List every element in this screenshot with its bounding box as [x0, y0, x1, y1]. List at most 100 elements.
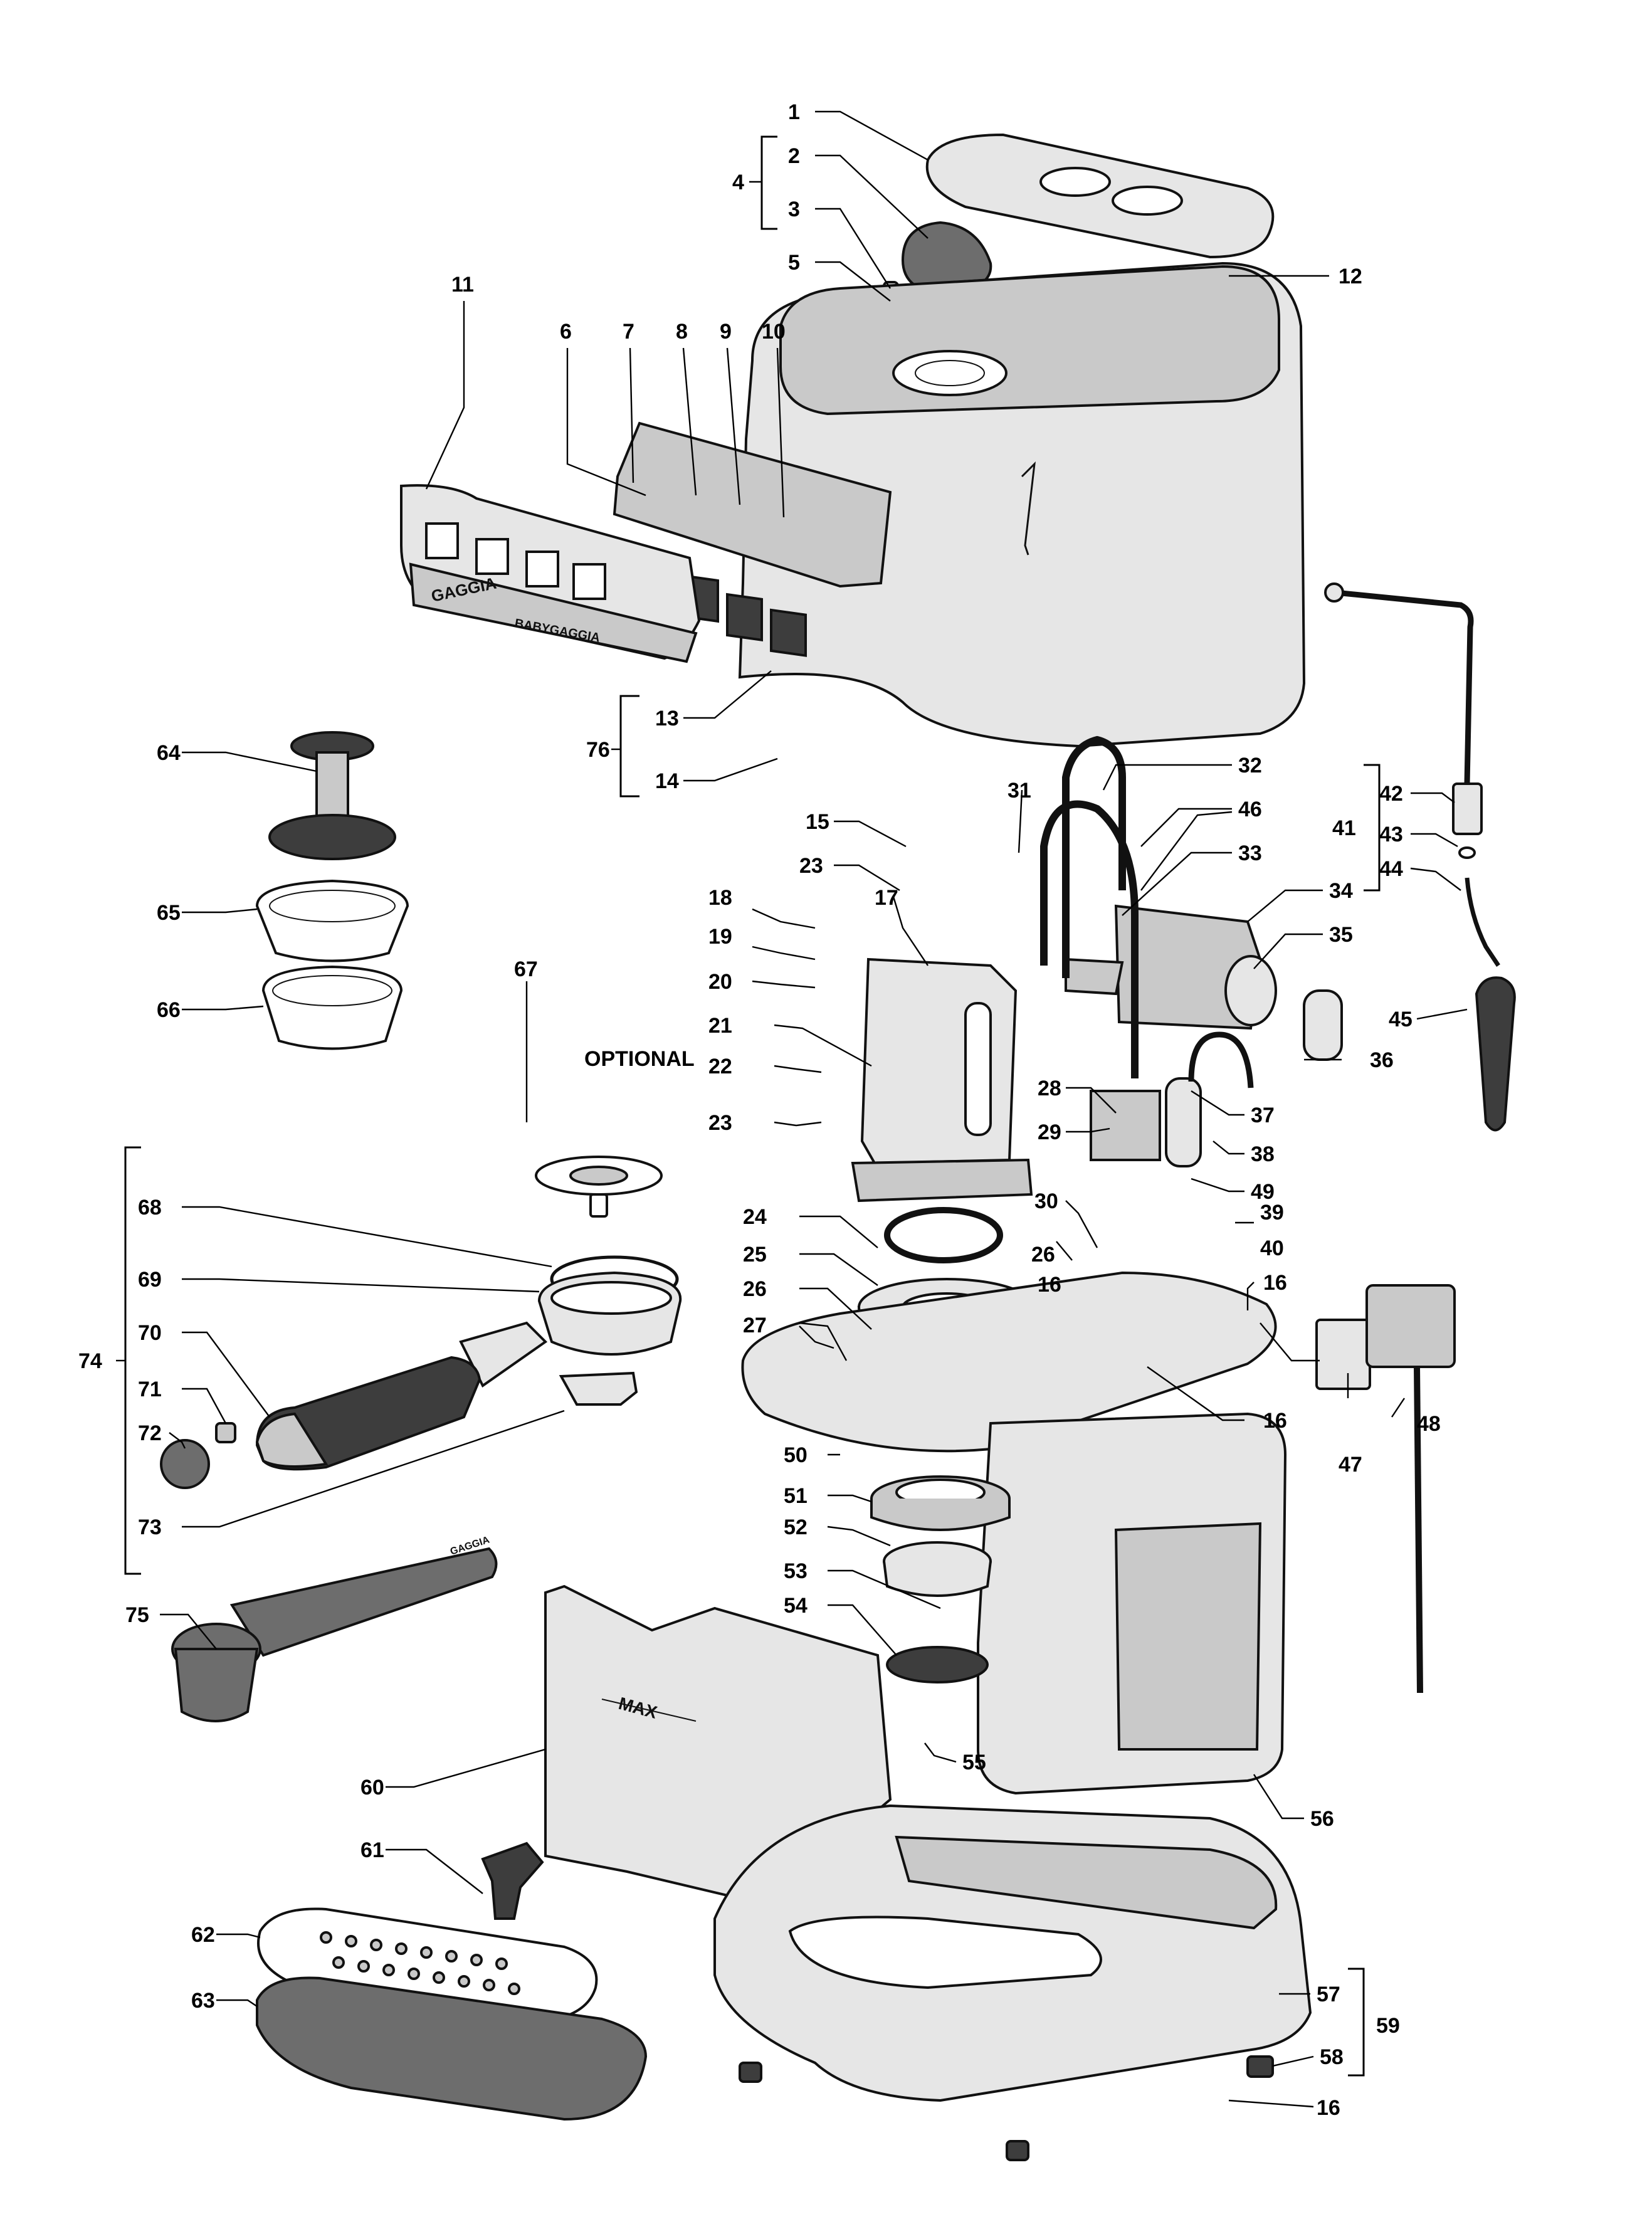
- callout-10: 10: [762, 320, 786, 344]
- callout-66: 66: [157, 998, 181, 1022]
- callout-15: 15: [806, 810, 829, 834]
- callout-41: 41: [1332, 816, 1356, 840]
- callout-49: 49: [1251, 1180, 1275, 1204]
- callout-19: 19: [708, 925, 732, 949]
- diffuser-part: [883, 1541, 992, 1597]
- callout-64: 64: [157, 741, 181, 765]
- callout-14: 14: [655, 769, 679, 793]
- chassis-plate-part: [741, 1271, 1277, 1453]
- callout-75: 75: [125, 1603, 149, 1627]
- boiler-gasket-part: [884, 1207, 1003, 1263]
- callout-73: 73: [138, 1515, 162, 1539]
- callout-2: 2: [788, 144, 800, 168]
- main-body-part: [738, 261, 1306, 748]
- steam-wand-part: [1324, 582, 1516, 1132]
- callout-8: 8: [676, 320, 688, 344]
- screw-part: [215, 1422, 236, 1443]
- callout-23: 23: [799, 854, 823, 878]
- callout-12: 12: [1339, 265, 1362, 288]
- callout-25: 25: [743, 1243, 767, 1267]
- callout-16: 16: [1263, 1409, 1287, 1433]
- callout-37: 37: [1251, 1104, 1275, 1127]
- callout-34: 34: [1329, 879, 1353, 903]
- callout-1: 1: [788, 100, 800, 124]
- callout-16: 16: [1317, 2096, 1340, 2120]
- callout-44: 44: [1379, 857, 1403, 881]
- lower-housing-part: [977, 1412, 1287, 1795]
- callout-51: 51: [784, 1484, 808, 1508]
- callout-17: 17: [875, 886, 898, 910]
- callout-67: 67: [514, 957, 538, 981]
- callout-28: 28: [1038, 1077, 1061, 1100]
- callout-45: 45: [1389, 1008, 1413, 1031]
- callout-48: 48: [1417, 1412, 1441, 1436]
- callout-72: 72: [138, 1421, 162, 1445]
- callout-32: 32: [1238, 754, 1262, 777]
- callout-52: 52: [784, 1515, 808, 1539]
- callout-71: 71: [138, 1378, 162, 1401]
- power-socket-part: [1315, 1284, 1456, 1694]
- callout-6: 6: [560, 320, 572, 344]
- callout-24: 24: [743, 1205, 767, 1229]
- pump-part: [1065, 904, 1277, 1030]
- callout-30: 30: [1034, 1189, 1058, 1213]
- callout-16: 16: [1038, 1273, 1061, 1297]
- callout-9: 9: [720, 320, 732, 344]
- callout-26: 26: [743, 1277, 767, 1301]
- callout-16: 16: [1263, 1271, 1287, 1295]
- pipe-part: [1040, 800, 1139, 1078]
- callout-36: 36: [1370, 1048, 1394, 1072]
- callout-38: 38: [1251, 1142, 1275, 1166]
- base-part: [713, 1804, 1312, 2102]
- callout-63: 63: [191, 1989, 215, 2013]
- drip-grid-part: [257, 1907, 598, 2024]
- callout-56: 56: [1310, 1807, 1334, 1831]
- callout-33: 33: [1238, 841, 1262, 865]
- drip-tray-part: [256, 1976, 648, 2121]
- callout-27: 27: [743, 1314, 767, 1337]
- shower-screen-part: [886, 1646, 989, 1683]
- callout-53: 53: [784, 1559, 808, 1583]
- portafilter-part: [459, 1271, 682, 1406]
- filter-basket-part: [261, 965, 403, 1050]
- foot-part: [739, 2055, 1274, 2161]
- callout-76: 76: [586, 738, 610, 762]
- callout-57: 57: [1317, 1983, 1340, 2006]
- callout-70: 70: [138, 1321, 162, 1345]
- filter-basket-part: [255, 879, 409, 962]
- callout-54: 54: [784, 1594, 808, 1618]
- callout-60: 60: [360, 1776, 384, 1799]
- callout-4: 4: [732, 171, 744, 194]
- callout-40: 40: [1260, 1236, 1284, 1260]
- tamper-part: [268, 731, 396, 860]
- callout-7: 7: [623, 320, 634, 344]
- callout-69: 69: [138, 1268, 162, 1292]
- pipe-part: [1188, 1031, 1254, 1088]
- callout-31: 31: [1008, 779, 1031, 803]
- callout-11: 11: [451, 273, 474, 297]
- pipe-part: [1062, 735, 1126, 978]
- callout-68: 68: [138, 1196, 162, 1220]
- portafilter-handle-part: [255, 1356, 481, 1471]
- callout-18: 18: [708, 886, 732, 910]
- solenoid-valve-part: [1090, 989, 1343, 1167]
- callout-61: 61: [360, 1838, 384, 1862]
- callout-55: 55: [962, 1751, 986, 1774]
- callout-65: 65: [157, 901, 181, 925]
- leader-lines: [116, 110, 1468, 2108]
- callout-43: 43: [1379, 823, 1403, 846]
- callout-29: 29: [1038, 1120, 1061, 1144]
- callout-5: 5: [788, 251, 800, 275]
- callout-26: 26: [1031, 1243, 1055, 1267]
- callout-35: 35: [1329, 923, 1353, 947]
- pod-adapter-part: [535, 1156, 663, 1218]
- end-cap-part: [160, 1439, 210, 1489]
- steam-lever-part: [481, 1841, 544, 1920]
- callout-20: 20: [708, 970, 732, 994]
- callout-21: 21: [708, 1014, 732, 1038]
- optional-label: OPTIONAL: [584, 1047, 695, 1071]
- callout-74: 74: [78, 1349, 102, 1373]
- boiler-part: [851, 957, 1033, 1203]
- callout-59: 59: [1376, 2014, 1400, 2038]
